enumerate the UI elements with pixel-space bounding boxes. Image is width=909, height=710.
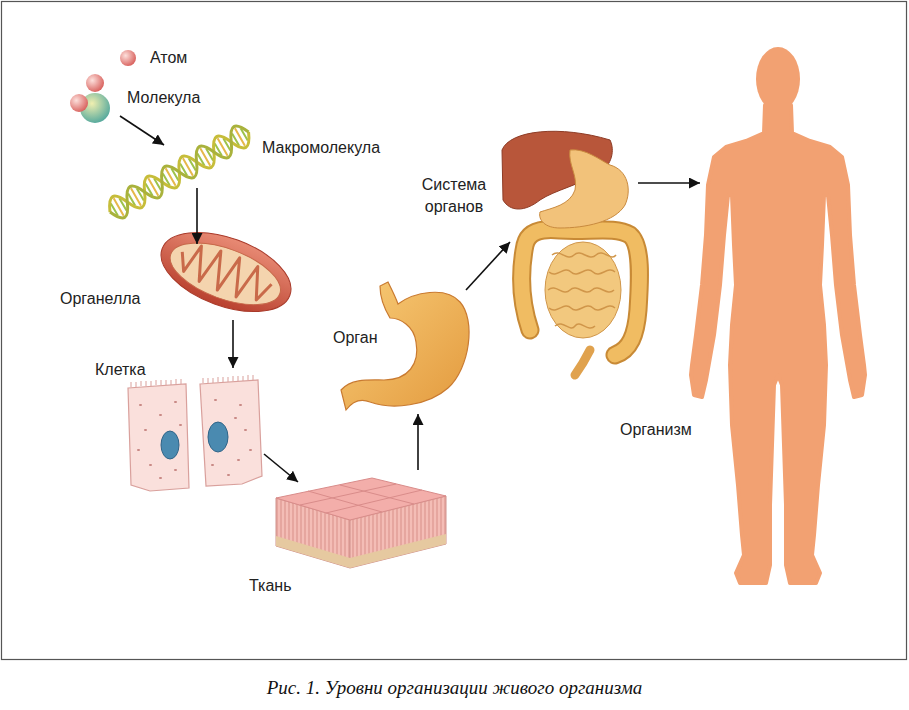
level-arrow [120,116,164,145]
tissue-base [350,534,446,568]
tissue-grid [300,484,422,513]
level-arrow [232,320,234,368]
tissue-base [276,536,350,568]
level-label: Макромолекула [262,139,380,157]
level-label: Органелла [60,290,141,308]
level-node: Атом [119,49,137,67]
level-node: Организм [690,45,868,590]
cell-microvilli [131,379,181,387]
level-label: Атом [150,49,187,67]
tissue-top [276,478,446,520]
cell-granules [138,402,181,478]
figure-caption: Рис. 1. Уровни организации живого органи… [0,676,909,700]
human-body [691,47,865,583]
cell-body [128,384,189,491]
colon-shape [522,230,640,355]
stomach-shape [540,150,629,228]
helix-strand [104,122,255,223]
mitochondrion-picture [150,217,301,327]
level-node: Орган [340,280,472,412]
level-arrow [417,414,419,470]
level-arrow [638,182,700,184]
level-node: Система органов [498,125,648,380]
atom-ball [70,94,88,112]
body-head [756,47,800,111]
level-arrow [264,454,298,482]
level-label: Система органов [408,174,500,218]
level-label: Организм [620,421,692,439]
level-label: Ткань [249,577,292,595]
cell-body [200,380,262,486]
level-node: Органелла [160,230,292,314]
molecule-picture [70,74,110,123]
mitochondrion-cristae [174,239,276,307]
cell-microvilli [203,375,253,383]
level-label: Клетка [95,361,146,379]
colon-shape [522,230,640,355]
dna-helix [104,122,255,223]
figure-frame [2,2,907,660]
level-label: Молекула [127,89,200,107]
atom-ball [120,50,136,66]
mitochondrion-membrane [150,217,301,327]
cell-nucleus [161,431,179,459]
small-intestine [545,242,621,338]
digestive-system-picture [502,131,640,375]
cell-nucleus [208,422,228,452]
level-node: Клетка [125,378,265,492]
level-node: Молекула [68,72,120,124]
mitochondrion-matrix [162,231,288,318]
atom-picture [120,50,136,66]
small-intestine-loops [548,253,616,328]
helix-strand [104,122,255,223]
level-node: Макромолекула [108,128,254,228]
cells-picture [128,375,262,491]
atom-ball [86,74,104,92]
level-node: Ткань [274,476,448,570]
body-silhouette [691,105,865,583]
rectum-shape [575,350,590,375]
level-arrow [196,188,198,244]
level-arrow [466,242,510,290]
tissue-picture [276,478,446,568]
level-label: Орган [333,329,378,347]
